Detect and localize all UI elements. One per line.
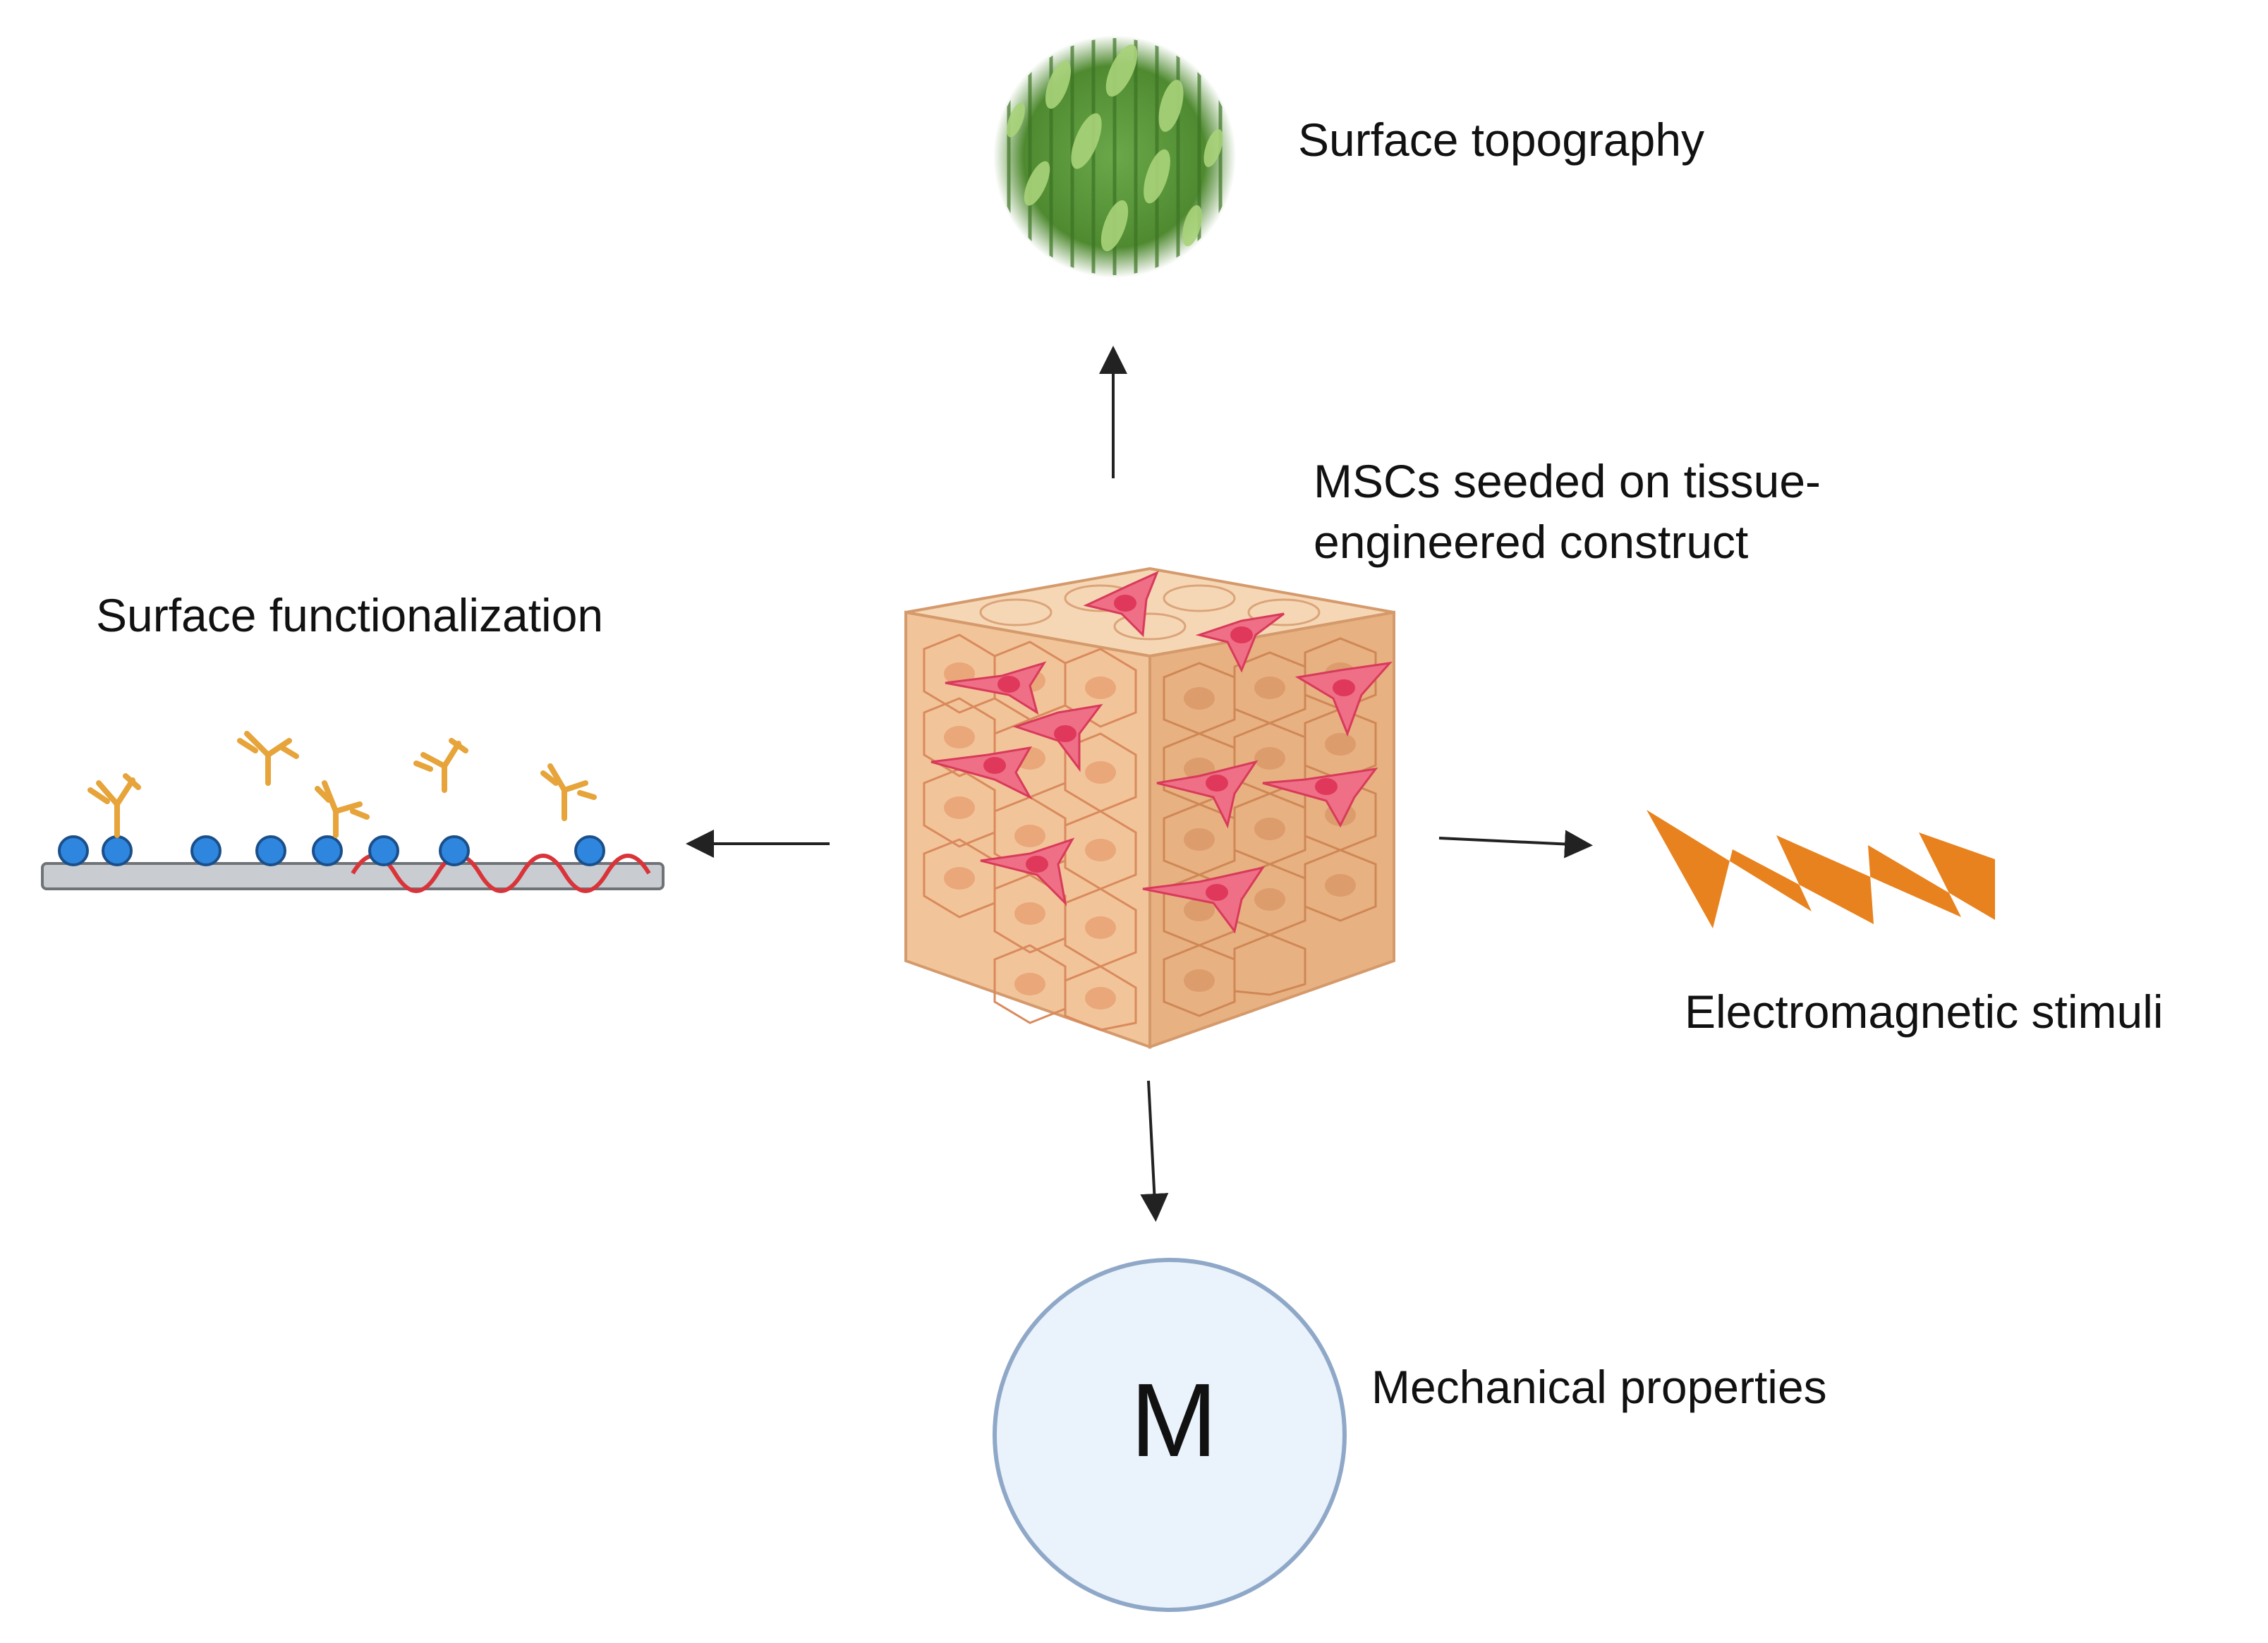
mechanical-properties-circle: M xyxy=(993,1258,1347,1612)
tissue-construct-cube xyxy=(904,566,1395,1049)
construct-label: MSCs seeded on tissue- engineered constr… xyxy=(1314,451,1821,573)
msc-cells xyxy=(930,571,1393,934)
mechanical-properties-label: Mechanical properties xyxy=(1371,1361,1827,1413)
surface-topography-label: Surface topography xyxy=(1298,114,1705,166)
construct-label-line-2: engineered construct xyxy=(1314,515,1749,568)
lightning-bolt-icon xyxy=(1647,810,1995,928)
surface-topography-image xyxy=(993,35,1236,278)
arrow-down xyxy=(1140,1080,1169,1222)
surface-functionalization-graphic xyxy=(41,731,665,893)
construct-label-line-1: MSCs seeded on tissue- xyxy=(1314,455,1821,507)
arrow-right xyxy=(1438,830,1593,859)
mechanical-symbol: M xyxy=(1130,1362,1217,1479)
electromagnetic-stimuli-label: Electromagnetic stimuli xyxy=(1685,986,2164,1038)
surface-functionalization-label: Surface functionalization xyxy=(96,589,604,641)
